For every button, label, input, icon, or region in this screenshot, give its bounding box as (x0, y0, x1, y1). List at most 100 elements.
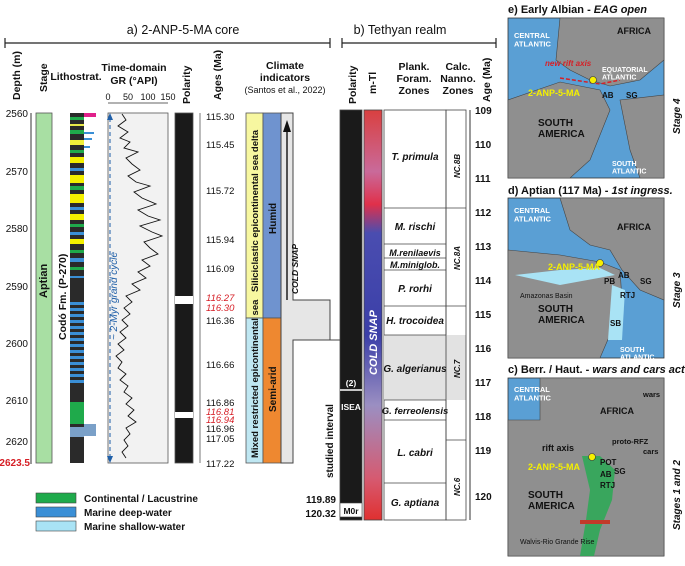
foram-zone-label: P. rorhi (398, 284, 432, 295)
map-stage-label: Stage 4 (672, 98, 683, 134)
age-120-32: 120.32 (305, 509, 336, 520)
map-label: 2-ANP-5-MA (528, 462, 581, 472)
map-label: SG (614, 467, 626, 476)
nanno-header-2: Nanno. (440, 73, 476, 85)
nanno-zone-label: NC.8A (453, 246, 462, 270)
gr-tick-label: 50 (123, 92, 133, 102)
ages-header: Ages (Ma) (212, 50, 224, 100)
age-label-red: 116.94 (206, 415, 234, 426)
age-label: 116.86 (206, 398, 234, 409)
legend-swatch (35, 520, 77, 532)
age-tick-b: 110 (475, 140, 492, 151)
cold-snap-label-b: COLD SNAP (368, 310, 380, 375)
depth-axis: 2560 2570 2580 2590 2600 2610 2620 2623.… (0, 109, 32, 469)
gr-tick-label: 0 (105, 92, 110, 102)
foram-zone-label: M.miniglob. (390, 260, 440, 270)
foram-zone-label: H. trocoidea (386, 316, 444, 327)
depth-tick-label: 2560 (6, 109, 29, 120)
lithology-legend: Continental / Lacustrine Marine deep-wat… (35, 492, 198, 533)
panel-b-title: b) Tethyan realm (354, 23, 447, 37)
depth-tick-label: 2620 (6, 437, 29, 448)
polarity-header-a: Polarity (181, 65, 193, 104)
ages-column: 115.30 115.45 115.72 115.94 116.09 116.2… (199, 112, 235, 470)
map-label: AB (602, 91, 614, 100)
depth-tick-label: 2590 (6, 282, 29, 293)
legend-label: Marine deep-water (84, 508, 172, 519)
foram-zones: T. primula M. rischi M.renilaevis M.mini… (382, 109, 466, 521)
foram-zone-label: T. primula (391, 152, 438, 163)
age-tick-b: 117 (475, 378, 492, 389)
map-label: wars (642, 390, 660, 399)
climate-indicators: Siliciclastic epicontinental sea delta M… (245, 112, 331, 464)
age-label-red: 116.81 (206, 407, 234, 418)
lithology-column (70, 113, 96, 463)
mti-column: COLD SNAP (363, 109, 383, 521)
map-label: RTJ (620, 291, 635, 300)
map-label: SB (610, 319, 621, 328)
map-label: Amazonas Basin (520, 293, 573, 300)
gr-tick-label: 150 (160, 92, 175, 102)
foram-zone-label: M.renilaevis (389, 248, 441, 258)
map-aptian: d) Aptian (117 Ma) - 1st ingress. CENTRA… (507, 185, 683, 362)
age-tick-b: 119 (475, 446, 492, 457)
map-label: 2-ANP-5-MA (548, 262, 601, 272)
map-label: new rift axis (545, 59, 592, 68)
grand-cycle-label: ~ 2-Myr grand cycle (109, 251, 120, 340)
map-stage-label: Stages 1 and 2 (672, 460, 683, 530)
depth-header: Depth (m) (11, 51, 23, 100)
marker-2: (2) (346, 378, 357, 388)
map-label: AB (618, 271, 630, 280)
nanno-zone-label: NC.8B (453, 154, 462, 178)
mti-header: m-Tl (367, 72, 379, 94)
legend-swatch (35, 492, 77, 504)
age-label: 115.30 (206, 112, 234, 123)
sea-lower-label: Mixed restricted epicontinental sea (250, 299, 261, 458)
age-label: 115.45 (206, 140, 234, 151)
climate-lower-label: Semi-arid (268, 366, 279, 412)
age-tick-b: 120 (475, 492, 492, 503)
age-tick-b: 111 (475, 174, 491, 185)
foram-zone-label: M. rischi (395, 222, 436, 233)
age-label: 116.66 (206, 360, 234, 371)
map-label: Walvis-Rio Grande Rise (520, 539, 595, 546)
depth-tick-label: 2580 (6, 224, 29, 235)
age-tick-b: 116 (475, 344, 492, 355)
map-label: AFRICA (600, 406, 634, 416)
stage-header: Stage (38, 63, 50, 92)
age-tick-b: 114 (475, 276, 492, 287)
gr-log-plot: 0 50 100 150 ~ 2-Myr grand cycle (105, 92, 176, 464)
map-berr-haut: c) Berr. / Haut. - wars and cars active … (507, 364, 685, 557)
stage-name: Aptian (38, 264, 50, 299)
age-label: 115.94 (206, 235, 234, 246)
plank-header-3: Zones (399, 85, 430, 97)
foram-zone-label: L. cabri (397, 448, 433, 459)
age-tick-b: 115 (475, 310, 492, 321)
age-label: 117.22 (206, 459, 234, 470)
age-label: 116.36 (206, 316, 234, 327)
lithostrat-header: Lithostrat. (50, 71, 101, 83)
nanno-header-3: Zones (443, 85, 474, 97)
legend-label: Continental / Lacustrine (84, 494, 198, 505)
sea-upper-label: Siliciclastic epicontinental sea delta (250, 129, 261, 292)
map-stage-label: Stage 3 (672, 272, 683, 308)
age-label: 117.05 (206, 434, 234, 445)
depth-bottom-label: 2623.5 (0, 458, 30, 469)
age-119-89: 119.89 (306, 495, 336, 506)
age-label: 116.96 (206, 424, 234, 435)
map-label: cars (643, 447, 658, 456)
stage-column (35, 112, 53, 464)
legend-label: Marine shallow-water (84, 522, 185, 533)
nanno-zone-label: NC.6 (453, 477, 462, 496)
map-label: AB (600, 470, 612, 479)
legend-swatch (35, 506, 77, 518)
gr-header-1: Time-domain (101, 62, 166, 74)
polarity-column-a (174, 112, 194, 464)
map-title: d) Aptian (117 Ma) - 1st ingress. (508, 185, 673, 197)
map-label: AFRICA (617, 26, 651, 36)
polarity-header-b: Polarity (347, 65, 359, 104)
